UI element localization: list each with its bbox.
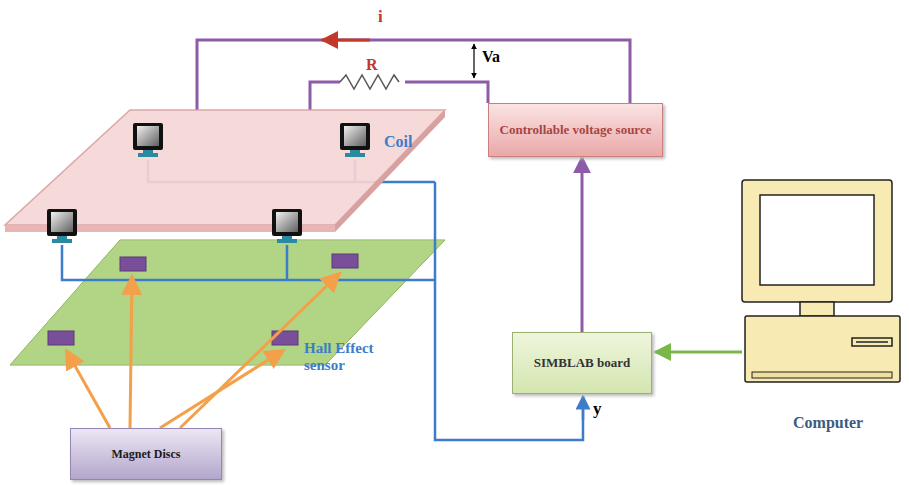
coil-plane: [5, 110, 445, 225]
voltage-source-box: Controllable voltage source: [488, 103, 663, 157]
voltage-arrow: [473, 44, 474, 61]
computer-label: Computer: [793, 414, 863, 432]
coil-icon: [133, 123, 163, 157]
voltage-arrow: [473, 61, 474, 78]
node-text: Magnet Discs: [112, 447, 181, 462]
coil-plane-edge: [335, 110, 445, 232]
sensor-plane-shade: [10, 240, 445, 365]
coil-icon: [340, 123, 370, 157]
magnet-arrow: [66, 273, 340, 428]
computer-illustration: [742, 180, 900, 382]
node-text: SIMBLAB board: [534, 355, 630, 371]
sensor-plane: [10, 240, 445, 365]
control-arrow: [581, 157, 584, 332]
controller-board-box: SIMBLAB board: [512, 332, 652, 394]
voltage-label: Va: [482, 48, 500, 66]
coil-label: Coil: [384, 133, 412, 151]
resistor-symbol: [340, 75, 399, 89]
node-text: Controllable voltage source: [500, 122, 652, 138]
data-link-arrow: [655, 351, 742, 354]
signal-label: y: [593, 400, 602, 419]
signal-arrow: [582, 396, 585, 420]
circuit-wire: [197, 40, 630, 110]
coil-icon: [47, 209, 77, 243]
current-arrow: [322, 39, 370, 42]
sensor-label: Hall Effect sensor: [304, 340, 414, 373]
magnet-discs-box: Magnet Discs: [70, 428, 222, 480]
resistor-label: R: [366, 56, 378, 74]
current-label: i: [378, 8, 383, 27]
coil-icon: [272, 209, 302, 243]
